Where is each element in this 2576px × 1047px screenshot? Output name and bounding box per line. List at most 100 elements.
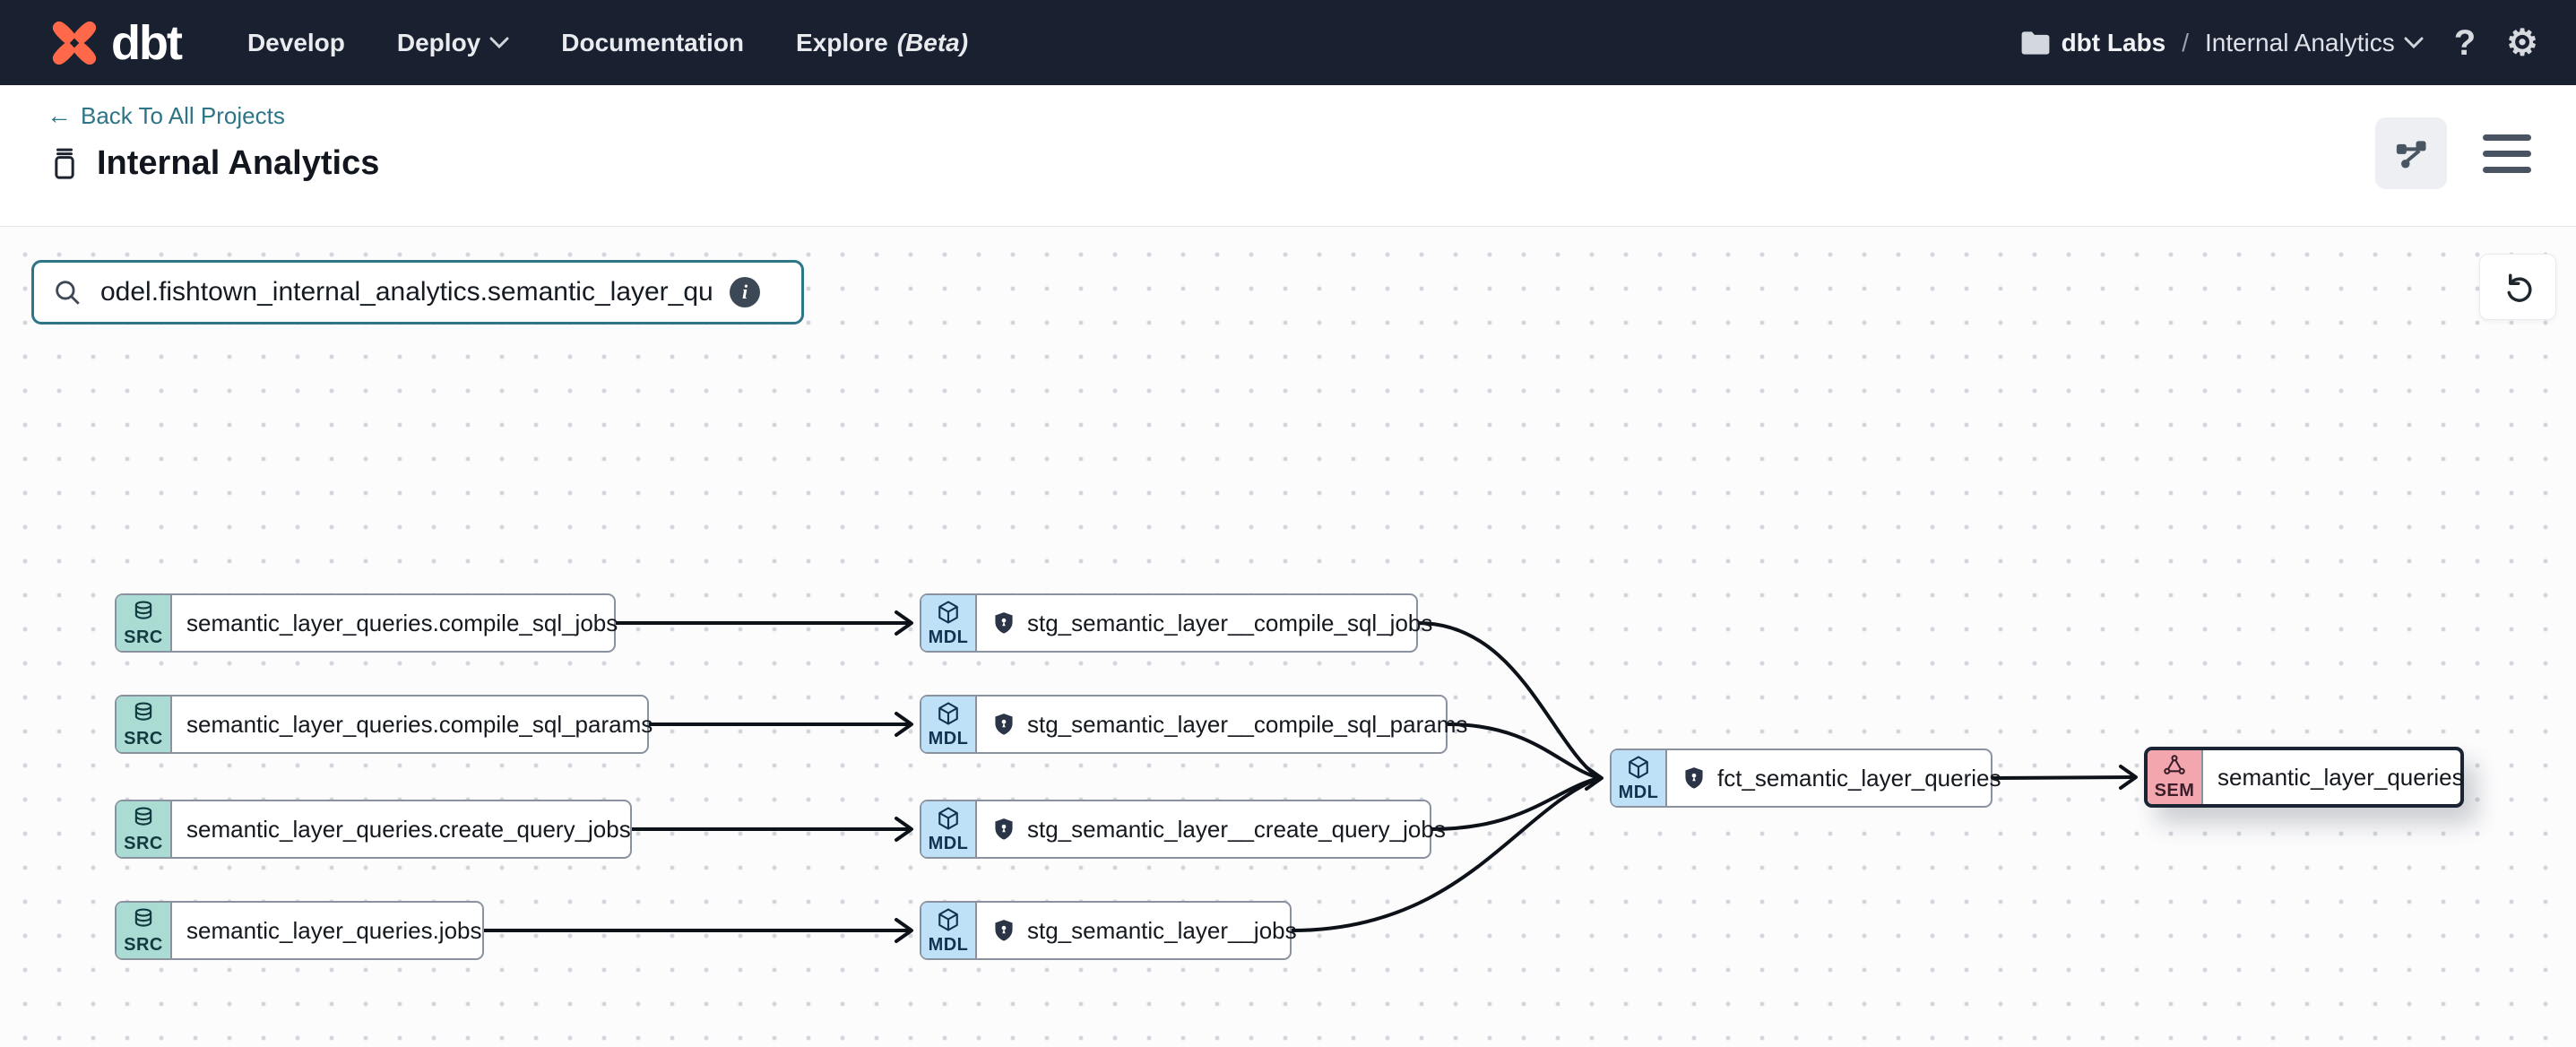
graph-node-src_compile_sql_jobs[interactable]: SRC semantic_layer_queries.compile_sql_jo… <box>115 593 618 653</box>
mdl-badge: MDL <box>921 801 977 857</box>
help-icon[interactable]: ? <box>2453 22 2477 63</box>
node-label: stg_semantic_layer__jobs <box>1027 916 1297 944</box>
top-navbar: dbt Develop Deploy Documentation Explore… <box>0 0 2576 85</box>
node-label: stg_semantic_layer__compile_sql_jobs <box>1027 609 1433 636</box>
navbar-right: dbt Labs / Internal Analytics ? ⚙ <box>2020 25 2538 61</box>
chevron-down-icon <box>2404 37 2424 48</box>
badge-label: SRC <box>124 833 163 853</box>
node-label: semantic_layer_queries.compile_sql_param… <box>186 710 653 738</box>
beta-tag: (Beta) <box>896 28 969 56</box>
lineage-icon <box>2396 141 2426 169</box>
database-icon <box>134 806 152 826</box>
org-switcher[interactable]: dbt Labs <box>2020 29 2165 57</box>
badge-label: MDL <box>928 934 969 955</box>
node-body: semantic_layer_queries <box>2203 750 2478 804</box>
breadcrumb-separator: / <box>2182 28 2190 56</box>
project-icon <box>55 148 74 179</box>
node-body: semantic_layer_queries.compile_sql_param… <box>172 697 667 752</box>
back-arrow-icon: ← <box>47 101 72 129</box>
database-icon <box>134 907 152 927</box>
info-icon[interactable]: i <box>730 277 760 307</box>
cube-icon <box>938 806 958 830</box>
src-badge: SRC <box>117 595 172 651</box>
node-body: stg_semantic_layer__compile_sql_jobs <box>977 595 1447 651</box>
back-to-projects-link[interactable]: ← Back To All Projects <box>47 101 285 129</box>
chevron-down-icon <box>489 37 509 48</box>
shield-icon <box>995 612 1013 634</box>
node-body: semantic_layer_queries.compile_sql_jobs <box>172 595 632 651</box>
dbt-logo[interactable]: dbt <box>47 15 183 71</box>
nav-explore[interactable]: Explore (Beta) <box>796 28 969 56</box>
cube-icon <box>1629 755 1648 779</box>
src-badge: SRC <box>117 697 172 752</box>
search-icon <box>56 281 80 305</box>
graph-node-semantic_layer_queries[interactable]: SEM semantic_layer_queries <box>2144 747 2464 808</box>
graph-node-stg_jobs[interactable]: MDL stg_semantic_layer__jobs <box>920 901 1297 960</box>
graph-node-src_jobs[interactable]: SRC semantic_layer_queries.jobs <box>115 901 484 960</box>
node-body: semantic_layer_queries.jobs <box>172 903 497 958</box>
badge-label: MDL <box>928 627 969 647</box>
dbt-logo-icon <box>52 21 97 65</box>
node-label: semantic_layer_queries.create_query_jobs <box>186 815 631 843</box>
graph-node-stg_compile_sql_params[interactable]: MDL stg_semantic_layer__compile_sql_param… <box>920 695 1467 754</box>
search-input[interactable]: odel.fishtown_internal_analytics.semanti… <box>100 277 712 307</box>
mdl-badge: MDL <box>921 697 977 752</box>
node-label: semantic_layer_queries <box>2217 763 2464 791</box>
project-title-row: Internal Analytics <box>47 144 2537 183</box>
shield-icon <box>1685 767 1703 789</box>
node-label: stg_semantic_layer__create_query_jobs <box>1027 815 1446 843</box>
node-body: stg_semantic_layer__create_query_jobs <box>977 801 1460 857</box>
header-actions <box>2375 117 2537 189</box>
mdl-badge: MDL <box>921 903 977 958</box>
cube-icon <box>938 907 958 931</box>
gear-icon[interactable]: ⚙ <box>2506 22 2538 63</box>
src-badge: SRC <box>117 801 172 857</box>
mdl-badge: MDL <box>921 595 977 651</box>
graph-node-src_compile_sql_params[interactable]: SRC semantic_layer_queries.compile_sql_pa… <box>115 695 653 754</box>
project-switcher[interactable]: Internal Analytics <box>2205 29 2424 57</box>
mdl-badge: MDL <box>1612 750 1667 806</box>
lineage-canvas[interactable]: odel.fishtown_internal_analytics.semanti… <box>0 227 2576 1047</box>
badge-label: SEM <box>2154 781 2195 800</box>
account-breadcrumb: dbt Labs / Internal Analytics <box>2020 29 2424 57</box>
badge-label: MDL <box>928 833 969 853</box>
graph-node-stg_compile_sql_jobs[interactable]: MDL stg_semantic_layer__compile_sql_jobs <box>920 593 1432 653</box>
database-icon <box>134 600 152 619</box>
nav-deploy[interactable]: Deploy <box>397 29 509 57</box>
badge-label: SRC <box>124 728 163 748</box>
src-badge: SRC <box>117 903 172 958</box>
shield-icon <box>995 714 1013 735</box>
graph-node-fct_semantic_layer_queries[interactable]: MDL fct_semantic_layer_queries <box>1610 748 2001 808</box>
badge-label: SRC <box>124 627 163 647</box>
folder-icon <box>2021 30 2049 55</box>
nav-links: Develop Deploy Documentation Explore (Be… <box>247 29 968 57</box>
graph-node-src_create_query_jobs[interactable]: SRC semantic_layer_queries.create_query_j… <box>115 800 632 859</box>
node-body: stg_semantic_layer__compile_sql_params <box>977 697 1482 752</box>
badge-label: MDL <box>1618 782 1659 802</box>
reset-icon <box>2507 273 2532 302</box>
shield-icon <box>995 920 1013 941</box>
node-label: semantic_layer_queries.jobs <box>186 916 482 944</box>
lineage-view-button[interactable] <box>2375 117 2447 189</box>
cube-icon <box>938 600 958 624</box>
semantic-layer-icon <box>2164 755 2185 774</box>
badge-label: MDL <box>928 728 969 748</box>
dbt-wordmark: dbt <box>111 15 183 70</box>
page-title: Internal Analytics <box>97 144 380 182</box>
graph-node-stg_create_query_jobs[interactable]: MDL stg_semantic_layer__create_query_jobs <box>920 800 1446 859</box>
nav-develop[interactable]: Develop <box>246 28 345 56</box>
node-label: semantic_layer_queries.compile_sql_jobs <box>186 609 618 636</box>
lineage-search-box[interactable]: odel.fishtown_internal_analytics.semanti… <box>31 260 804 324</box>
node-label: fct_semantic_layer_queries <box>1717 764 2001 792</box>
menu-button[interactable] <box>2477 129 2537 178</box>
project-header: ← Back To All Projects Internal Analytic… <box>0 85 2576 227</box>
node-body: fct_semantic_layer_queries <box>1667 750 2016 806</box>
sem-badge: SEM <box>2148 750 2203 804</box>
node-label: stg_semantic_layer__compile_sql_params <box>1027 710 1468 738</box>
database-icon <box>134 701 152 721</box>
nav-documentation[interactable]: Documentation <box>561 28 745 56</box>
reset-view-button[interactable] <box>2479 254 2556 320</box>
badge-label: SRC <box>124 934 163 955</box>
node-body: semantic_layer_queries.create_query_jobs <box>172 801 645 857</box>
node-body: stg_semantic_layer__jobs <box>977 903 1311 958</box>
